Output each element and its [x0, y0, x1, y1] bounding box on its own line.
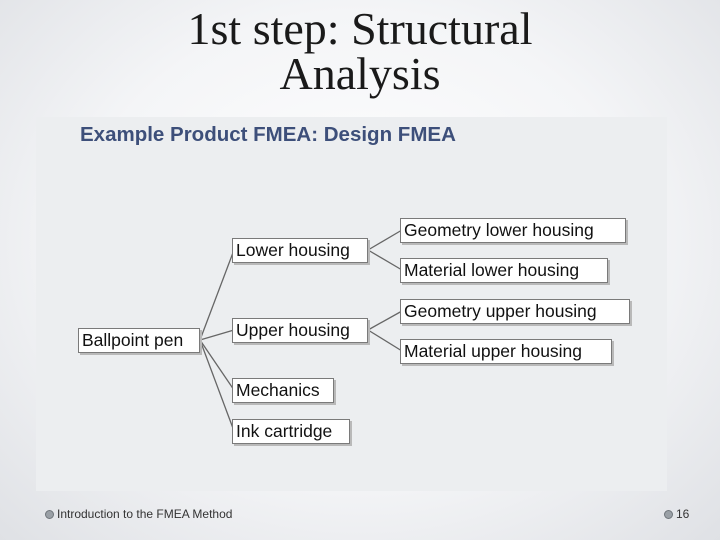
page-number: 16 [676, 507, 690, 521]
tree-node-geometry-lower-housing: Geometry lower housing [400, 218, 626, 243]
tree-node-lower-housing: Lower housing [232, 238, 368, 263]
connector-root-ink-cartridge [199, 339, 235, 432]
tree-node-ink-cartridge: Ink cartridge [232, 419, 350, 444]
tree-node-root: Ballpoint pen [78, 328, 200, 353]
tree-node-geometry-upper-housing: Geometry upper housing [400, 299, 630, 324]
tree-node-material-lower-housing: Material lower housing [400, 258, 608, 283]
connector-upper-geometry [367, 310, 403, 331]
tree-node-mechanics: Mechanics [232, 378, 334, 403]
footer-right-bullet-icon [664, 510, 673, 519]
footer-left-bullet-icon [45, 510, 54, 519]
tree-node-upper-housing: Upper housing [232, 318, 368, 343]
slide-title-line-2: Analysis [279, 48, 441, 99]
connector-root-mechanics [199, 339, 235, 391]
tree-node-material-upper-housing: Material upper housing [400, 339, 612, 364]
connector-root-upper-housing [199, 329, 235, 341]
structure-tree-figure: Example Product FMEA: Design FMEA Ballpo… [36, 117, 667, 491]
connector-root-lower-housing [199, 249, 235, 341]
connector-lower-material [367, 249, 403, 271]
connector-lower-geometry [367, 229, 403, 251]
slide-title: 1st step: Structural Analysis [0, 3, 720, 99]
figure-heading: Example Product FMEA: Design FMEA [80, 123, 456, 146]
tree-connectors [199, 229, 403, 432]
footer-presentation-title: Introduction to the FMEA Method [57, 507, 233, 521]
slide-title-line-1: 1st step: Structural [187, 3, 533, 54]
connector-upper-material [367, 329, 403, 352]
